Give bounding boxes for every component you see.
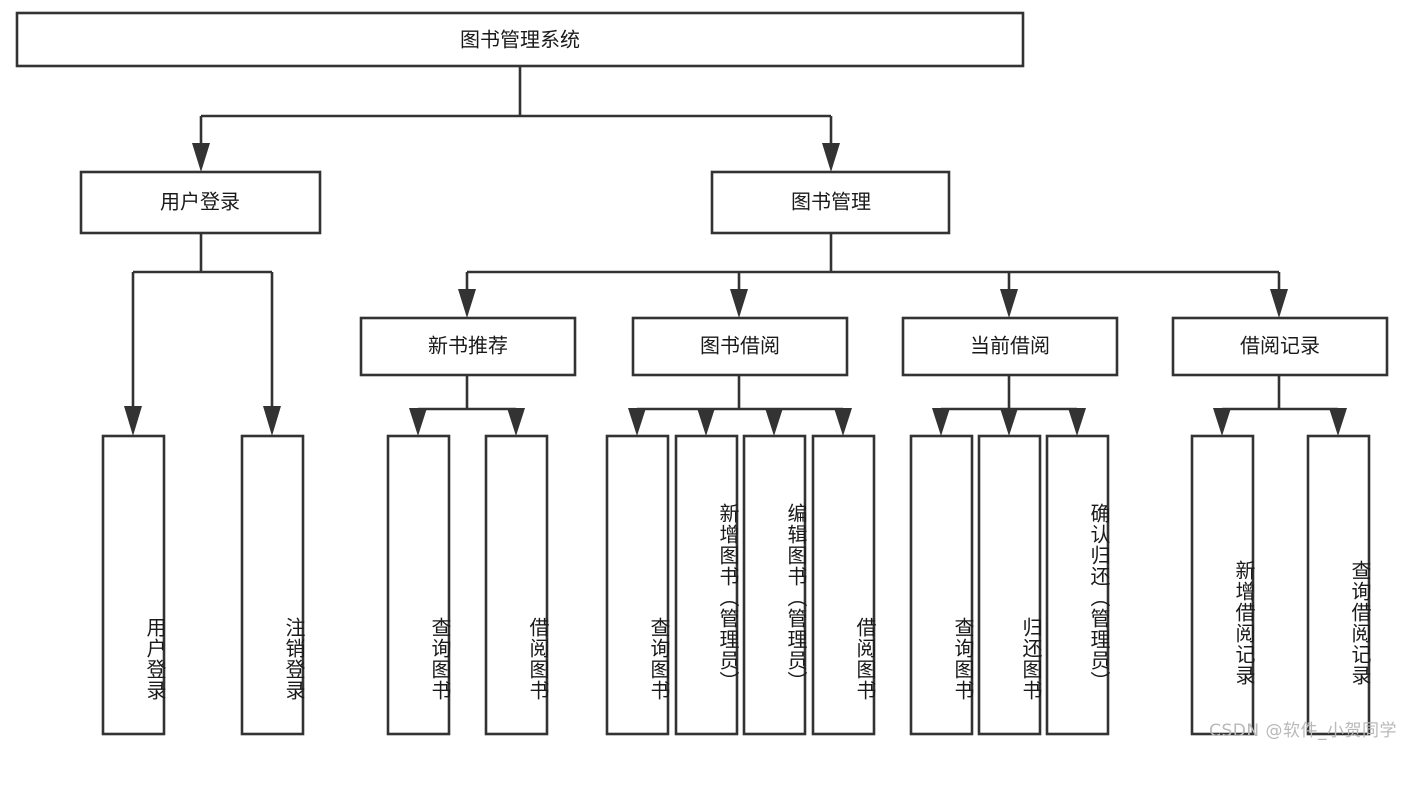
node-user-login-rect[interactable] — [79, 170, 322, 235]
node-book-borrow[interactable]: 图书借阅 — [631, 316, 849, 377]
arrow-to-leaf-borrow-book-2 — [834, 408, 852, 436]
arrow-to-borrow-record — [1270, 289, 1288, 318]
arrow-to-user-login — [192, 143, 210, 172]
node-book-manage[interactable]: 图书管理 — [710, 170, 951, 235]
node-current-borrow-label: 当前借阅 — [970, 334, 1050, 357]
node-leaf-query-record-rect[interactable] — [1306, 434, 1371, 736]
flowchart-svg: 图书管理系统 用户登录 图书管理 新书推荐 图书借阅 当前 — [15, 11, 1389, 736]
node-leaf-edit-book-rect[interactable] — [742, 434, 807, 736]
node-root-rect[interactable] — [15, 11, 1025, 68]
arrow-to-book-borrow — [730, 289, 748, 318]
arrow-to-new-book-recommend — [458, 289, 476, 318]
csdn-watermark: CSDN @软件_小贺同学 — [1209, 721, 1397, 741]
arrow-to-leaf-confirm-return — [1068, 408, 1086, 436]
node-leaf-query-book-2-rect[interactable] — [605, 434, 670, 736]
node-borrow-record[interactable]: 借阅记录 — [1171, 316, 1389, 377]
node-leaf-borrow-book-2-rect[interactable] — [811, 434, 876, 736]
arrow-to-current-borrow — [1000, 289, 1018, 318]
arrow-to-book-manage — [822, 143, 840, 172]
node-leaf-user-logout-rect[interactable] — [240, 434, 305, 736]
arrow-to-leaf-add-record — [1213, 408, 1231, 436]
node-leaf-confirm-return-rect[interactable] — [1045, 434, 1110, 736]
node-root[interactable]: 图书管理系统 — [15, 11, 1025, 68]
arrow-to-leaf-user-login — [124, 406, 142, 436]
node-new-book-recommend-label: 新书推荐 — [428, 334, 508, 357]
edges-group — [124, 66, 1347, 436]
node-new-book-recommend-rect[interactable] — [359, 316, 577, 377]
node-leaf-query-book-3-rect[interactable] — [909, 434, 974, 736]
arrow-to-leaf-user-logout — [263, 406, 281, 436]
node-current-borrow-rect[interactable] — [901, 316, 1119, 377]
nodes-group: 图书管理系统 用户登录 图书管理 新书推荐 图书借阅 当前 — [15, 11, 1389, 736]
node-book-borrow-label: 图书借阅 — [700, 334, 780, 357]
node-book-manage-label: 图书管理 — [791, 190, 871, 213]
node-new-book-recommend[interactable]: 新书推荐 — [359, 316, 577, 377]
arrow-to-leaf-borrow-book-1 — [507, 408, 525, 436]
node-user-login[interactable]: 用户登录 — [79, 170, 322, 235]
node-leaf-user-login-rect[interactable] — [101, 434, 166, 736]
node-borrow-record-label: 借阅记录 — [1240, 334, 1320, 357]
node-leaf-query-book-1-rect[interactable] — [386, 434, 451, 736]
arrow-to-leaf-query-book-3 — [932, 408, 950, 436]
node-borrow-record-rect[interactable] — [1171, 316, 1389, 377]
arrow-to-leaf-return-book — [1000, 408, 1018, 436]
node-root-label: 图书管理系统 — [460, 28, 580, 51]
node-leaf-borrow-book-1-rect[interactable] — [484, 434, 549, 736]
node-current-borrow[interactable]: 当前借阅 — [901, 316, 1119, 377]
node-user-login-label: 用户登录 — [160, 190, 240, 213]
node-leaf-add-record-rect[interactable] — [1190, 434, 1255, 736]
arrow-to-leaf-edit-book — [765, 408, 783, 436]
node-book-borrow-rect[interactable] — [631, 316, 849, 377]
arrow-to-leaf-add-book — [697, 408, 715, 436]
node-book-manage-rect[interactable] — [710, 170, 951, 235]
flowchart-diagram: 图书管理系统 用户登录 图书管理 新书推荐 图书借阅 当前 — [15, 11, 1397, 741]
arrow-to-leaf-query-book-2 — [628, 408, 646, 436]
node-leaf-add-book-rect[interactable] — [674, 434, 739, 736]
arrow-to-leaf-query-book-1 — [409, 408, 427, 436]
arrow-to-leaf-query-record — [1329, 408, 1347, 436]
node-leaf-return-book-rect[interactable] — [977, 434, 1042, 736]
